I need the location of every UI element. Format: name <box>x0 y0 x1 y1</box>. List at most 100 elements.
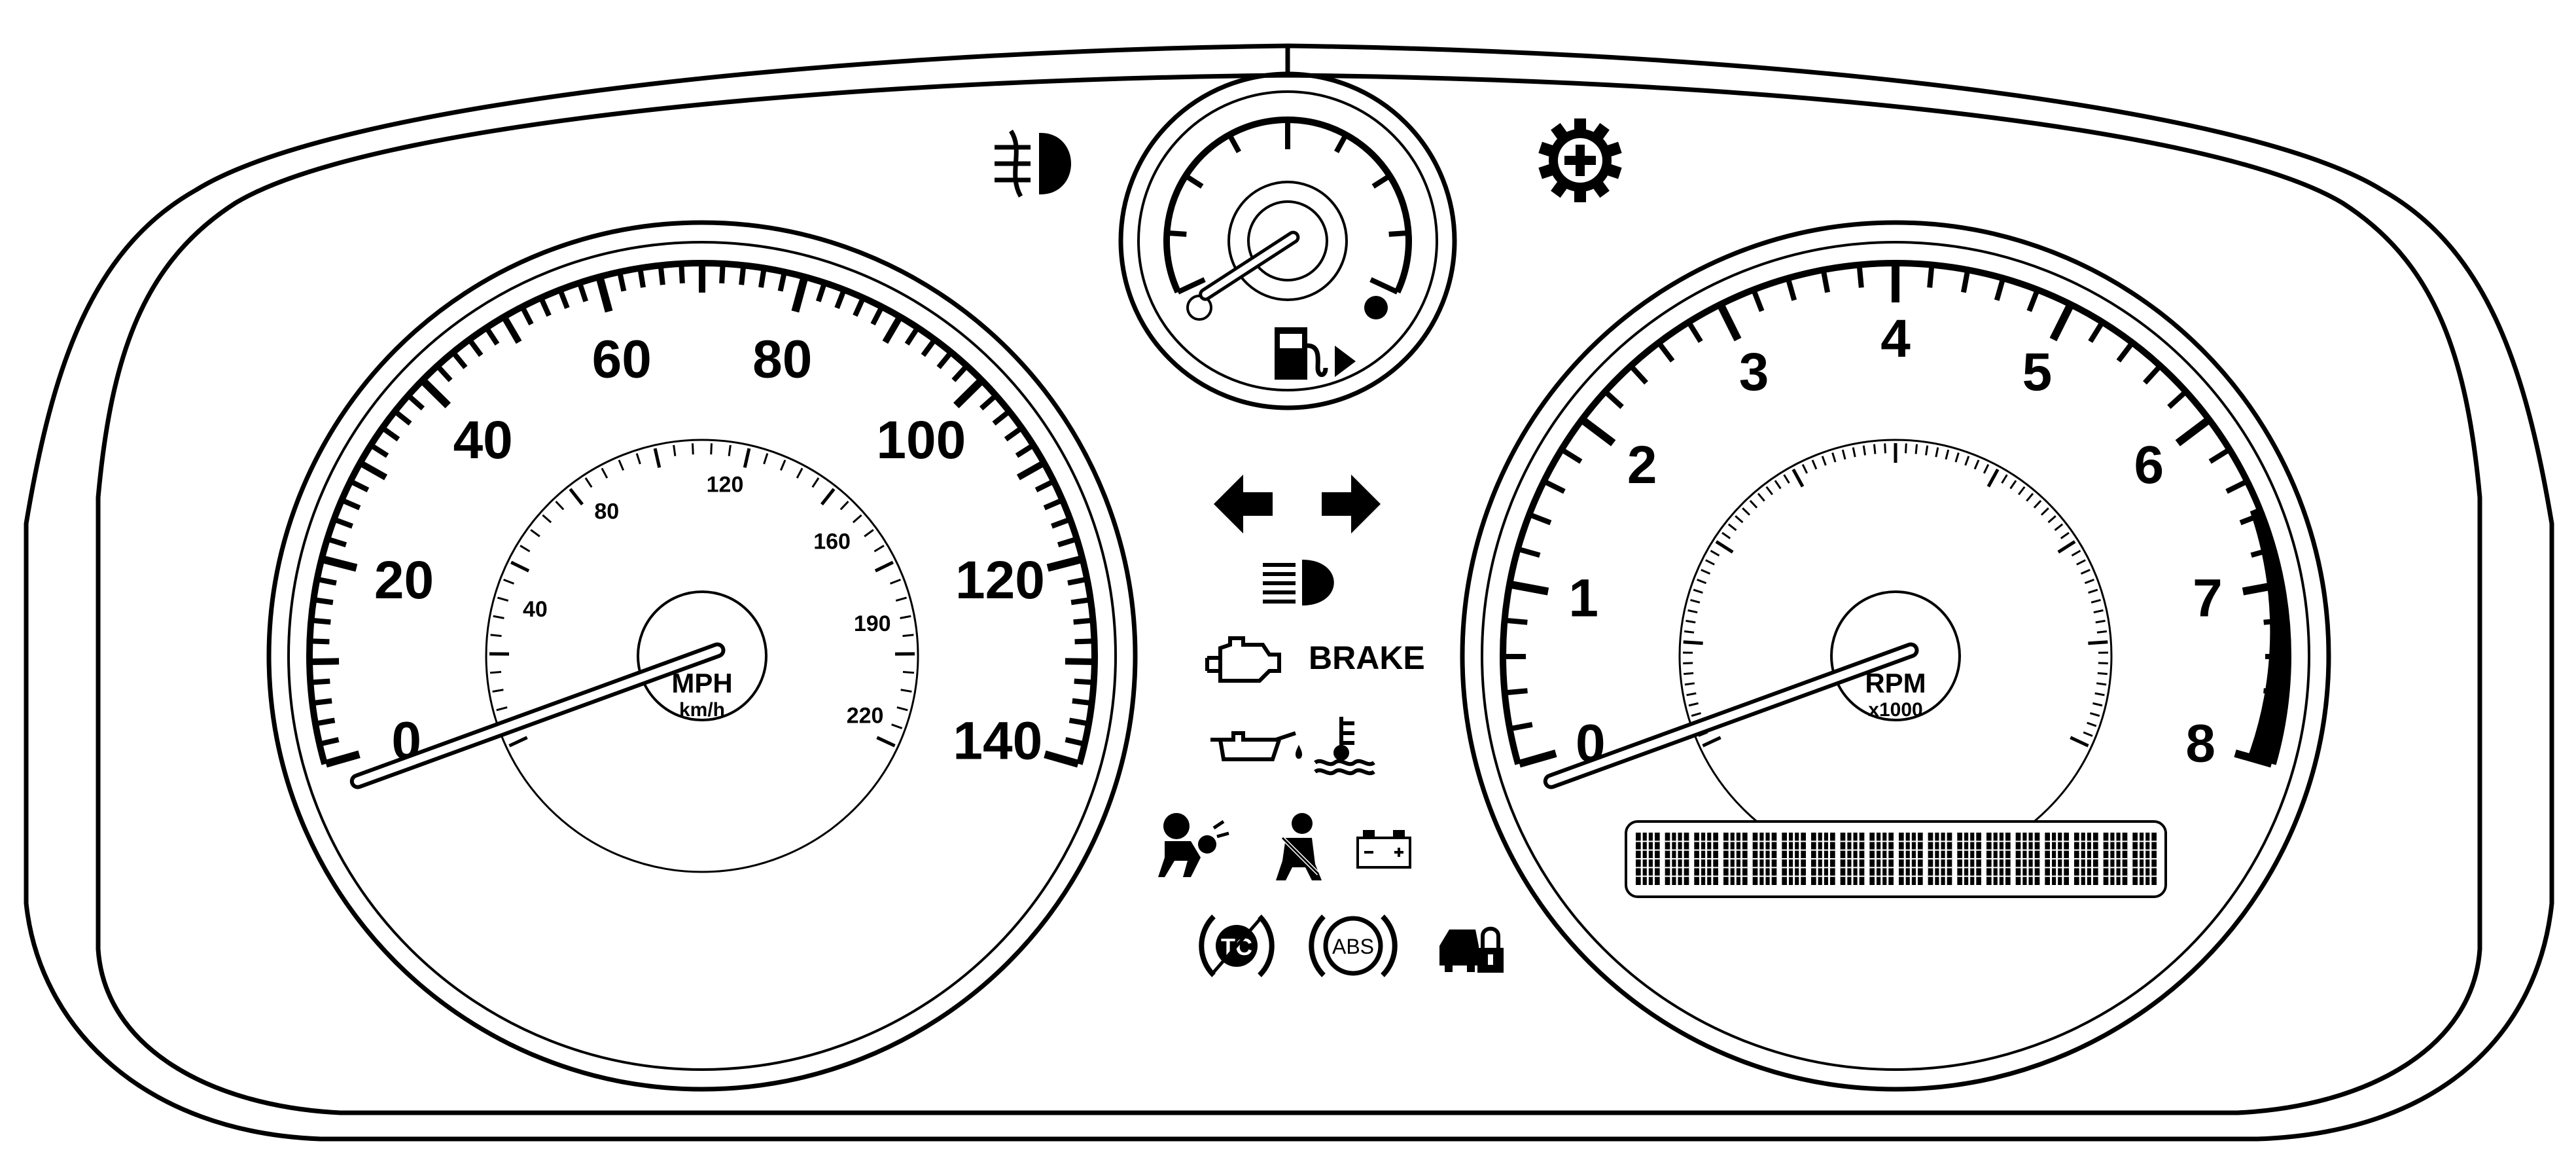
tachometer-tick <box>1717 304 1742 342</box>
kmh-tick <box>542 514 552 524</box>
speedometer-tick <box>777 272 787 292</box>
speedometer-tick <box>558 290 570 310</box>
speedometer-tick <box>342 498 361 511</box>
speedometer-tick <box>953 378 984 408</box>
speedometer-unit-kmh: km/h <box>679 699 725 721</box>
kmh-tick <box>530 529 540 537</box>
tach-inner-tick <box>2060 532 2070 539</box>
speedometer-tick <box>679 264 685 284</box>
kmh-tick <box>492 689 504 693</box>
kmh-tick <box>896 706 908 712</box>
rpm-label: 2 <box>1627 435 1657 495</box>
tachometer-bezel-outer <box>1460 220 2331 1092</box>
tachometer-redline <box>2248 507 2289 765</box>
tachometer-tick <box>1604 390 1624 409</box>
abs-icon: ABS <box>1309 914 1398 977</box>
brake-warning-label: BRAKE <box>1309 640 1425 676</box>
coolant-temp-icon <box>1314 717 1375 776</box>
tach-inner-tick <box>2057 540 2076 554</box>
mph-label: 40 <box>453 410 513 470</box>
speedometer-tick <box>381 426 400 442</box>
tach-inner-tick <box>2092 702 2103 707</box>
speedometer-tick <box>1068 717 1088 727</box>
mph-label: 100 <box>876 410 966 470</box>
speedometer-tick <box>904 327 919 346</box>
kmh-tick <box>510 560 530 573</box>
speedometer-tick <box>316 717 336 727</box>
airbag-icon <box>1158 813 1229 877</box>
turn-left-icon <box>1214 475 1273 533</box>
kmh-tick <box>490 634 502 638</box>
speedometer-tick <box>485 327 500 346</box>
tach-inner-tick <box>1791 468 1805 488</box>
speedometer-tick <box>1051 517 1070 529</box>
speedometer-tick <box>1070 597 1090 605</box>
kmh-tick <box>497 596 509 602</box>
tach-inner-tick <box>1811 460 1818 470</box>
tachometer-tick <box>1506 617 1528 625</box>
tach-inner-tick <box>2070 736 2089 748</box>
speedometer-tick <box>320 737 340 747</box>
fuel-tick <box>1388 230 1409 237</box>
speedometer-tick <box>658 266 665 285</box>
speedometer-tick <box>1004 426 1023 442</box>
service-icon <box>1538 118 1622 202</box>
tachometer-needle <box>1543 642 1919 789</box>
tach-inner-tick <box>1687 609 1698 614</box>
kmh-tick <box>891 723 903 729</box>
tach-inner-tick <box>1983 463 1990 474</box>
kmh-tick <box>555 501 565 511</box>
tachometer-tick <box>1518 749 1557 768</box>
battery-icon <box>1356 830 1411 869</box>
tachometer-tick <box>1506 688 1528 696</box>
tach-inner-tick <box>1821 456 1827 466</box>
kmh-tick <box>873 545 885 552</box>
tachometer-tick <box>2167 390 2187 409</box>
tachometer-tick <box>1961 270 1970 293</box>
kmh-label: 80 <box>594 499 619 524</box>
speedometer-tick <box>394 410 412 426</box>
tachometer-tick <box>2208 448 2230 464</box>
tachometer-tick <box>2026 290 2039 312</box>
speedometer-tick <box>314 597 334 605</box>
speedometer-tick <box>1074 678 1093 685</box>
tach-inner-tick <box>1684 630 1695 634</box>
kmh-label: 190 <box>854 611 891 636</box>
tach-inner-tick <box>1862 445 1866 456</box>
tachometer-tick <box>2175 417 2211 446</box>
speedometer-tick <box>1044 750 1080 768</box>
mph-label: 20 <box>374 550 434 610</box>
tach-inner-tick <box>2096 682 2107 686</box>
tach-inner-tick <box>1831 452 1837 463</box>
fuel-tick <box>1369 277 1399 295</box>
speedometer-tick <box>853 298 866 317</box>
kmh-tick <box>779 460 786 471</box>
kmh-tick <box>710 443 713 455</box>
speedometer-tick <box>359 460 388 480</box>
mph-label: 80 <box>752 329 812 389</box>
tach-inner-tick <box>1684 682 1695 686</box>
speedometer-tick <box>350 479 370 493</box>
tach-inner-tick <box>2047 515 2056 524</box>
speedometer-tick <box>502 316 522 344</box>
abs-label: ABS <box>1332 935 1374 958</box>
speedometer-tick <box>317 577 337 586</box>
tach-inner-tick <box>1690 599 1701 604</box>
speedometer-tick <box>1046 555 1082 572</box>
tach-inner-tick <box>1905 443 1907 454</box>
tachometer-tick <box>1752 290 1765 312</box>
high-beam-icon <box>1263 560 1334 605</box>
tach-inner-tick <box>1705 559 1715 566</box>
tach-inner-tick <box>1701 569 1711 575</box>
oil-pressure-icon <box>1210 731 1302 761</box>
tach-inner-tick <box>2090 712 2100 717</box>
tachometer-tick <box>2088 321 2104 343</box>
tach-inner-tick <box>2095 619 2106 624</box>
tach-inner-tick <box>1841 449 1846 460</box>
rpm-label: 6 <box>2134 435 2164 495</box>
rpm-label: 1 <box>1568 569 1598 628</box>
tach-inner-tick <box>2001 474 2008 484</box>
speedometer-tick <box>1016 460 1045 480</box>
